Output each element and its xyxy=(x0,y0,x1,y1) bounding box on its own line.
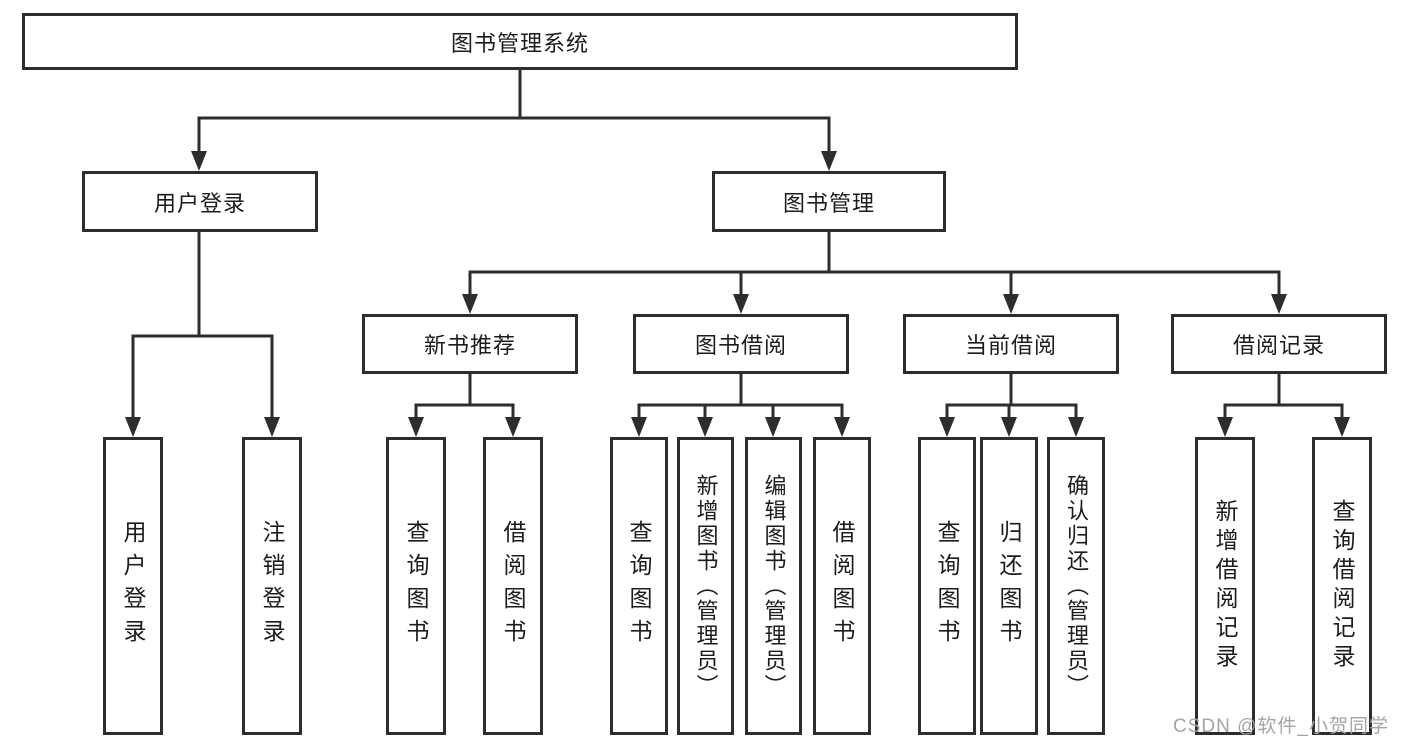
connector-bookmgmt-to-level3 xyxy=(462,232,1287,314)
arrow-down-icon xyxy=(264,417,280,437)
leaf-box-query-books-borrow: 查询图书 xyxy=(610,437,668,735)
node-label: 新书推荐 xyxy=(423,333,516,358)
connector-recommend-to-leaves xyxy=(408,374,521,437)
arrow-down-icon xyxy=(939,417,955,437)
arrow-down-icon xyxy=(1334,417,1350,437)
leaf-label: 查询图书 xyxy=(626,520,652,652)
leaf-label: 归还图书 xyxy=(996,520,1022,652)
node-box-book-management: 图书管理 xyxy=(712,171,946,232)
arrow-down-icon xyxy=(1003,294,1019,314)
leaf-box-query-borrow-record: 查询借阅记录 xyxy=(1312,437,1372,735)
watermark-text: CSDN @软件_小贺同学 xyxy=(1173,716,1389,737)
connector-current-to-leaves xyxy=(939,374,1084,437)
node-box-book-borrow: 图书借阅 xyxy=(633,314,849,374)
arrow-down-icon xyxy=(462,294,478,314)
leaf-box-query-books-recommend: 查询图书 xyxy=(386,437,446,735)
arrow-down-icon xyxy=(733,294,749,314)
node-box-new-book-recommend: 新书推荐 xyxy=(362,314,578,374)
leaf-label: 查询图书 xyxy=(934,520,960,652)
leaf-box-add-borrow-record: 新增借阅记录 xyxy=(1195,437,1255,735)
node-label: 用户登录 xyxy=(153,190,246,216)
leaf-label: 借阅图书 xyxy=(500,520,526,652)
leaf-box-borrow-books-recommend: 借阅图书 xyxy=(483,437,543,735)
arrow-down-icon xyxy=(1068,417,1084,437)
leaf-label: 用户登录 xyxy=(120,520,146,652)
connector-borrow-to-leaves xyxy=(631,374,850,437)
leaf-label: 查询借阅记录 xyxy=(1329,499,1355,673)
leaf-box-return-books: 归还图书 xyxy=(980,437,1038,735)
arrow-down-icon xyxy=(191,151,207,171)
arrow-down-icon xyxy=(505,417,521,437)
arrow-down-icon xyxy=(765,417,781,437)
leaf-label: 新增借阅记录 xyxy=(1212,499,1238,673)
leaf-label: 查询图书 xyxy=(403,520,429,652)
leaf-box-borrow-books: 借阅图书 xyxy=(813,437,871,735)
node-label: 借阅记录 xyxy=(1232,333,1325,358)
connector-root-to-level2 xyxy=(191,70,837,171)
leaf-box-logout: 注销登录 xyxy=(242,437,302,735)
connector-userlogin-to-leaves xyxy=(125,232,280,437)
arrow-down-icon xyxy=(821,151,837,171)
arrow-down-icon xyxy=(1271,294,1287,314)
arrow-down-icon xyxy=(697,417,713,437)
leaf-box-query-books-current: 查询图书 xyxy=(918,437,976,735)
arrow-down-icon xyxy=(631,417,647,437)
leaf-label: 借阅图书 xyxy=(829,520,855,652)
leaf-label: 编辑图书（管理员） xyxy=(761,473,787,699)
node-label: 图书管理 xyxy=(782,190,875,216)
arrow-down-icon xyxy=(1001,417,1017,437)
arrow-down-icon xyxy=(834,417,850,437)
root-label: 图书管理系统 xyxy=(450,30,589,56)
node-box-borrow-records: 借阅记录 xyxy=(1171,314,1387,374)
node-box-user-login: 用户登录 xyxy=(82,171,318,232)
leaf-box-confirm-return-admin: 确认归还（管理员） xyxy=(1047,437,1105,735)
connector-records-to-leaves xyxy=(1217,374,1350,437)
root-box-library-system: 图书管理系统 xyxy=(22,13,1018,70)
leaf-box-add-books-admin: 新增图书（管理员） xyxy=(677,437,734,735)
leaf-label: 注销登录 xyxy=(259,520,285,652)
node-label: 当前借阅 xyxy=(964,333,1057,358)
node-label: 图书借阅 xyxy=(694,333,787,358)
leaf-box-user-login: 用户登录 xyxy=(103,437,163,735)
node-box-current-borrow: 当前借阅 xyxy=(903,314,1119,374)
leaf-label: 确认归还（管理员） xyxy=(1064,473,1089,699)
leaf-label: 新增图书（管理员） xyxy=(693,473,719,699)
arrow-down-icon xyxy=(125,417,141,437)
arrow-down-icon xyxy=(408,417,424,437)
leaf-box-edit-books-admin: 编辑图书（管理员） xyxy=(745,437,802,735)
arrow-down-icon xyxy=(1217,417,1233,437)
